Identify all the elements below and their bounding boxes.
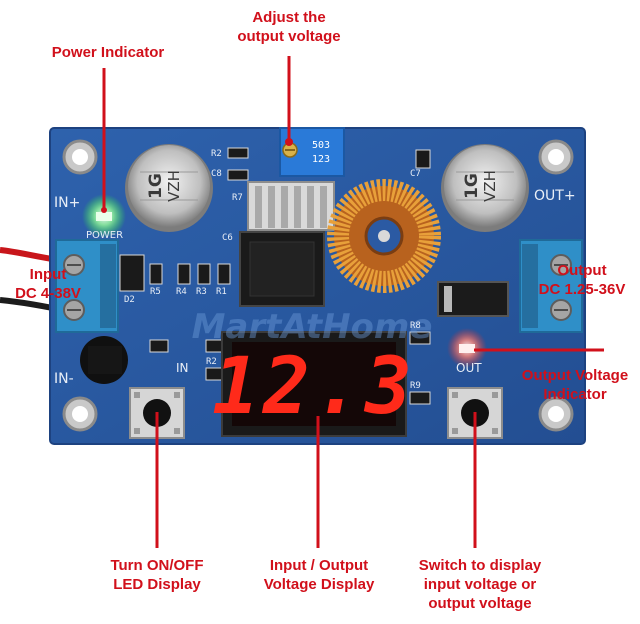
output-voltage-indicator-line-1: Output Voltage bbox=[521, 367, 629, 384]
silk-power: POWER bbox=[86, 230, 123, 241]
input-line-1: Input bbox=[29, 266, 67, 283]
inductor bbox=[327, 179, 441, 293]
smd-components bbox=[119, 147, 431, 405]
turn-on-off-line-2: LED Display bbox=[113, 576, 201, 593]
silk-ref: R5 bbox=[150, 287, 161, 297]
silk-in: IN bbox=[176, 361, 189, 375]
voltage-display-line-2: Voltage Display bbox=[263, 576, 375, 593]
output-capacitor-text: VZH bbox=[481, 170, 499, 202]
potentiometer-text: 123 bbox=[312, 154, 330, 165]
output-capacitor-text: 1G bbox=[462, 173, 482, 199]
silk-ref: D2 bbox=[124, 295, 135, 305]
mounting-holes bbox=[62, 139, 574, 432]
switch-display-line-2: input voltage or bbox=[423, 576, 537, 593]
silk-ref: C8 bbox=[211, 169, 222, 179]
regulator-chip bbox=[239, 181, 335, 307]
silk-ref: C6 bbox=[222, 233, 233, 243]
power-indicator-text: Power Indicator bbox=[51, 44, 165, 61]
transistor bbox=[80, 336, 128, 384]
silk-in-minus: IN- bbox=[54, 371, 74, 387]
input-line-2: DC 4-38V bbox=[15, 285, 81, 302]
output-terminal bbox=[519, 239, 583, 333]
watermark: MartAtHome bbox=[192, 307, 433, 347]
silk-ref: R8 bbox=[410, 321, 421, 331]
power-indicator-label: Power Indicator bbox=[28, 43, 188, 62]
silk-in-plus: IN+ bbox=[54, 195, 80, 211]
silk-ref: R9 bbox=[410, 381, 421, 391]
silk-ref: R3 bbox=[196, 287, 207, 297]
output-voltage-indicator-label: Output Voltage Indicator bbox=[510, 366, 640, 404]
switch-display-line-1: Switch to display bbox=[418, 557, 542, 574]
silk-ref: C7 bbox=[410, 169, 421, 179]
turn-on-off-label: Turn ON/OFF LED Display bbox=[84, 556, 230, 594]
input-capacitor: 1G VZH bbox=[125, 144, 213, 232]
output-line-2: DC 1.25-36V bbox=[538, 281, 626, 298]
adjust-voltage-label: Adjust the output voltage bbox=[214, 8, 364, 46]
input-terminal bbox=[55, 239, 119, 333]
potentiometer-text: 503 bbox=[312, 140, 330, 151]
turn-on-off-line-1: Turn ON/OFF bbox=[110, 557, 204, 574]
silk-ref: R2 bbox=[206, 357, 217, 367]
silk-ref: R1 bbox=[216, 287, 227, 297]
input-label: Input DC 4-38V bbox=[0, 265, 96, 303]
switch-display-line-3: output voltage bbox=[428, 595, 532, 612]
display-readout: 12.3 bbox=[212, 342, 416, 432]
output-capacitor: 1G VZH bbox=[441, 144, 529, 232]
silk-ref: R2 bbox=[211, 149, 222, 159]
voltage-display-label: Input / Output Voltage Display bbox=[246, 556, 392, 594]
output-label: Output DC 1.25-36V bbox=[524, 261, 640, 299]
silk-ref: R4 bbox=[176, 287, 187, 297]
silk-out-plus: OUT+ bbox=[534, 188, 576, 204]
adjust-voltage-line-1: Adjust the bbox=[252, 9, 326, 26]
silk-ref: R7 bbox=[232, 193, 243, 203]
input-capacitor-text: VZH bbox=[165, 170, 183, 202]
silk-out: OUT bbox=[456, 361, 482, 375]
diode bbox=[437, 281, 509, 317]
callout-dots bbox=[101, 138, 293, 213]
output-indicator-led bbox=[447, 328, 487, 368]
seven-segment-display: 12.3 bbox=[212, 331, 416, 437]
output-line-1: Output bbox=[557, 262, 607, 279]
callout-lines bbox=[102, 56, 604, 548]
power-led bbox=[82, 194, 126, 238]
adjust-voltage-line-2: output voltage bbox=[237, 28, 341, 45]
output-voltage-indicator-line-2: Indicator bbox=[543, 386, 607, 403]
voltage-display-line-1: Input / Output bbox=[269, 557, 369, 574]
potentiometer[interactable]: 503 123 bbox=[279, 127, 345, 177]
switch-display-label: Switch to display input voltage or outpu… bbox=[400, 556, 560, 613]
input-capacitor-text: 1G bbox=[146, 173, 166, 199]
